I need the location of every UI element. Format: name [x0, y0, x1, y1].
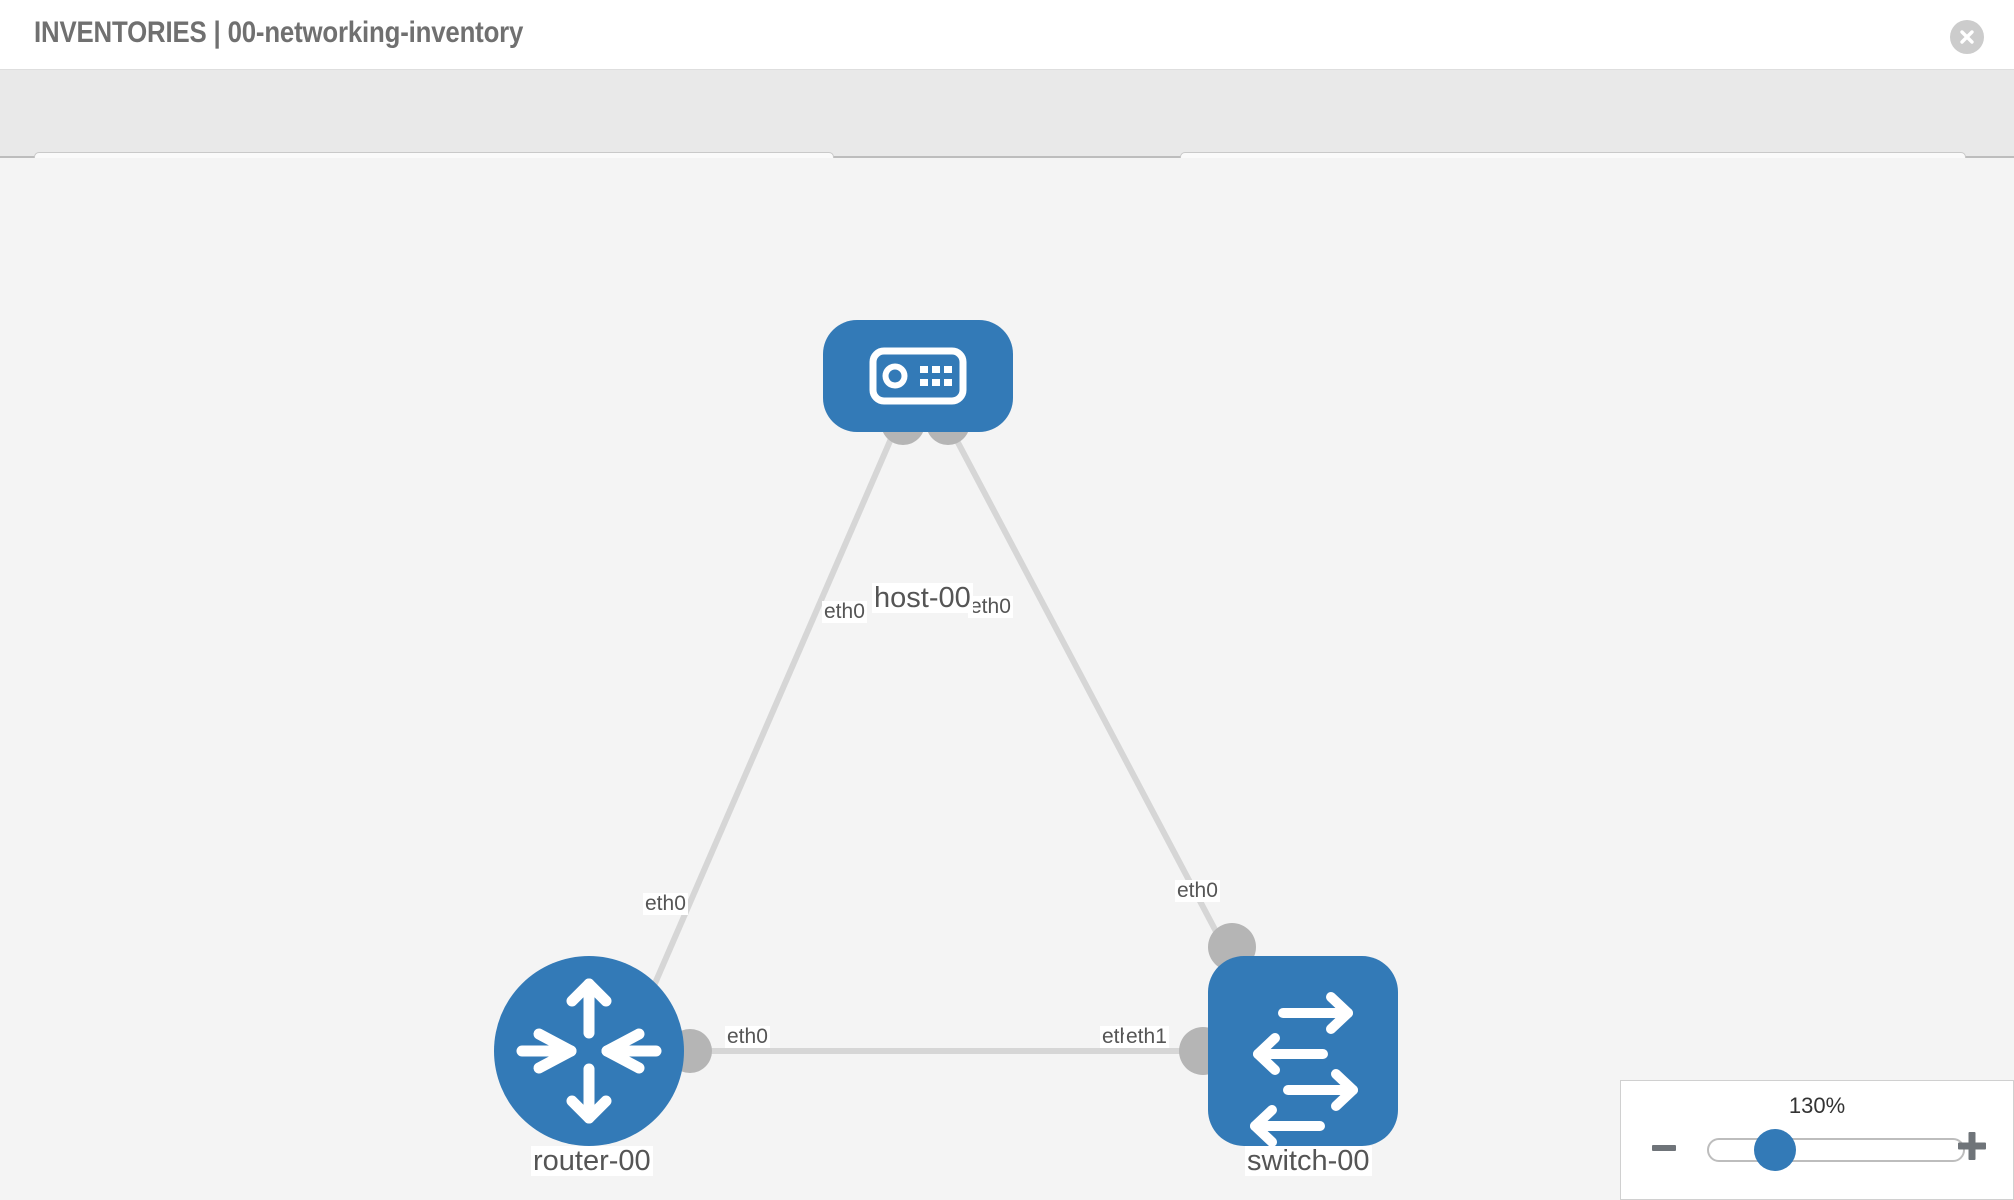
- zoom-slider-thumb[interactable]: [1754, 1129, 1796, 1171]
- port-label: eth1: [1124, 1025, 1169, 1049]
- node-host-00: [823, 320, 1013, 432]
- close-icon[interactable]: [1950, 20, 1984, 54]
- topology-canvas[interactable]: eth0 eth0 eth0 eth0 eth0 eth0 eth1 host-…: [0, 158, 2014, 1200]
- page-header: INVENTORIES | 00-networking-inventory: [0, 0, 2014, 70]
- port-label: eth0: [822, 600, 867, 624]
- node-switch-00: [1208, 956, 1398, 1147]
- page-title: INVENTORIES | 00-networking-inventory: [34, 16, 524, 49]
- zoom-out-button[interactable]: [1649, 1133, 1679, 1163]
- zoom-in-button[interactable]: [1955, 1129, 1989, 1163]
- port-label: eth0: [643, 892, 688, 916]
- node-router-00: [494, 956, 684, 1146]
- port-label: eth0: [1175, 879, 1220, 903]
- four-way-arrows-icon: [516, 978, 662, 1124]
- topology-ports: [668, 401, 1256, 1075]
- zoom-control-panel: 130%: [1620, 1080, 2014, 1200]
- swap-arrows-icon: [1250, 992, 1358, 1147]
- node-label-switch-00: switch-00: [1245, 1145, 1372, 1177]
- edge-host00-router00: [637, 416, 903, 1020]
- zoom-slider-track[interactable]: [1707, 1138, 1965, 1162]
- topology-graph: [494, 320, 1398, 1147]
- server-icon: [869, 347, 967, 405]
- port-label: eth0: [725, 1025, 770, 1049]
- edge-host00-switch00: [942, 416, 1233, 960]
- topology-edges: [637, 416, 1240, 1054]
- zoom-level-value: 130%: [1788, 1093, 1846, 1118]
- port-label: eth0: [968, 595, 1013, 619]
- toolbar: ACTIONS SEARCH: [0, 70, 2014, 204]
- node-label-host-00: host-00: [872, 582, 973, 614]
- node-label-router-00: router-00: [531, 1145, 653, 1177]
